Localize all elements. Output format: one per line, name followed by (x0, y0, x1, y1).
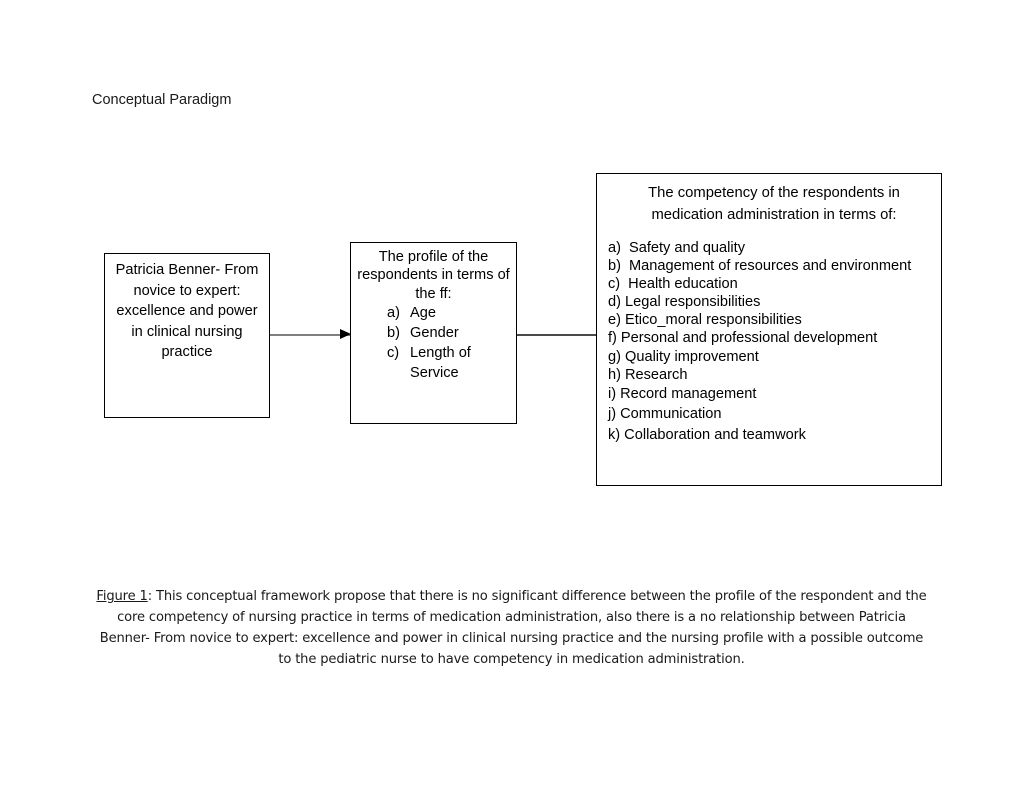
competency-list: a) Safety and quality b) Management of r… (597, 226, 941, 445)
page-title: Conceptual Paradigm (92, 92, 232, 108)
list-item-label: Gender (410, 325, 459, 342)
list-item-label: Health education (628, 276, 738, 293)
list-item: b) Management of resources and environme… (597, 257, 941, 275)
list-item-marker: a) (608, 240, 621, 256)
list-item-marker: e) (608, 312, 621, 329)
list-item: a) Age (351, 303, 516, 323)
list-item-label: Quality improvement (624, 348, 759, 365)
list-item: f) Personal and professional development (597, 329, 941, 347)
list-item-label: Length of Service (410, 345, 471, 382)
list-item: j) Communication (597, 404, 941, 424)
list-item-marker: c) (608, 276, 621, 293)
list-item: h) Research (597, 366, 941, 384)
list-item-marker: j) (608, 406, 617, 423)
connector-line-profile-to-competency (517, 334, 597, 336)
list-item-marker: c) (387, 345, 400, 362)
list-item-label: Research (624, 366, 688, 383)
concept-box-competency-heading: The competency of the respondents in med… (648, 185, 900, 223)
concept-box-patricia-benner: Patricia Benner- From novice to expert: … (104, 253, 270, 418)
list-item-label: Legal responsibilities (624, 294, 761, 311)
list-item-marker: h) (608, 366, 621, 383)
concept-box-patricia-benner-text: Patricia Benner- From novice to expert: … (115, 262, 259, 360)
concept-box-respondent-profile-heading: The profile of the respondents in terms … (357, 249, 510, 302)
list-item-label: Etico_moral responsibilities (624, 312, 802, 329)
concept-box-competency: The competency of the respondents in med… (596, 173, 942, 486)
respondent-profile-list: a) Age b) Gender c) Length of Service (351, 303, 516, 383)
list-item-label: Collaboration and teamwork (624, 426, 806, 443)
list-item: b) Gender (351, 323, 516, 343)
list-item-label: Personal and professional development (620, 330, 878, 347)
list-item-marker: f) (608, 330, 617, 347)
concept-box-respondent-profile: The profile of the respondents in terms … (350, 242, 517, 424)
list-item: k) Collaboration and teamwork (597, 425, 941, 445)
list-item-label: Safety and quality (628, 240, 746, 256)
list-item-marker: a) (387, 305, 400, 322)
list-item-label: Record management (620, 385, 757, 402)
connector-line-benner-to-profile (270, 334, 350, 336)
list-item-marker: k) (608, 426, 621, 443)
list-item: g) Quality improvement (597, 348, 941, 366)
list-item: c) Length of Service (351, 343, 516, 383)
figure-caption: Figure 1: This conceptual framework prop… (93, 586, 930, 670)
list-item-marker: i) (608, 385, 617, 402)
arrow-right-icon (340, 329, 351, 339)
list-item: i) Record management (597, 384, 941, 404)
list-item-marker: b) (608, 258, 621, 275)
list-item-marker: d) (608, 294, 621, 311)
list-item-label: Management of resources and environment (628, 258, 912, 275)
list-item-label: Age (410, 305, 436, 322)
list-item: c) Health education (597, 275, 941, 293)
list-item-label: Communication (620, 406, 722, 423)
figure-caption-body: : This conceptual framework propose that… (99, 589, 927, 667)
list-item-marker: g) (608, 348, 621, 365)
list-item: e) Etico_moral responsibilities (597, 311, 941, 329)
list-item-marker: b) (387, 325, 400, 342)
figure-caption-label: Figure 1 (96, 589, 148, 604)
list-item: a) Safety and quality (597, 239, 941, 257)
list-item: d) Legal responsibilities (597, 293, 941, 311)
